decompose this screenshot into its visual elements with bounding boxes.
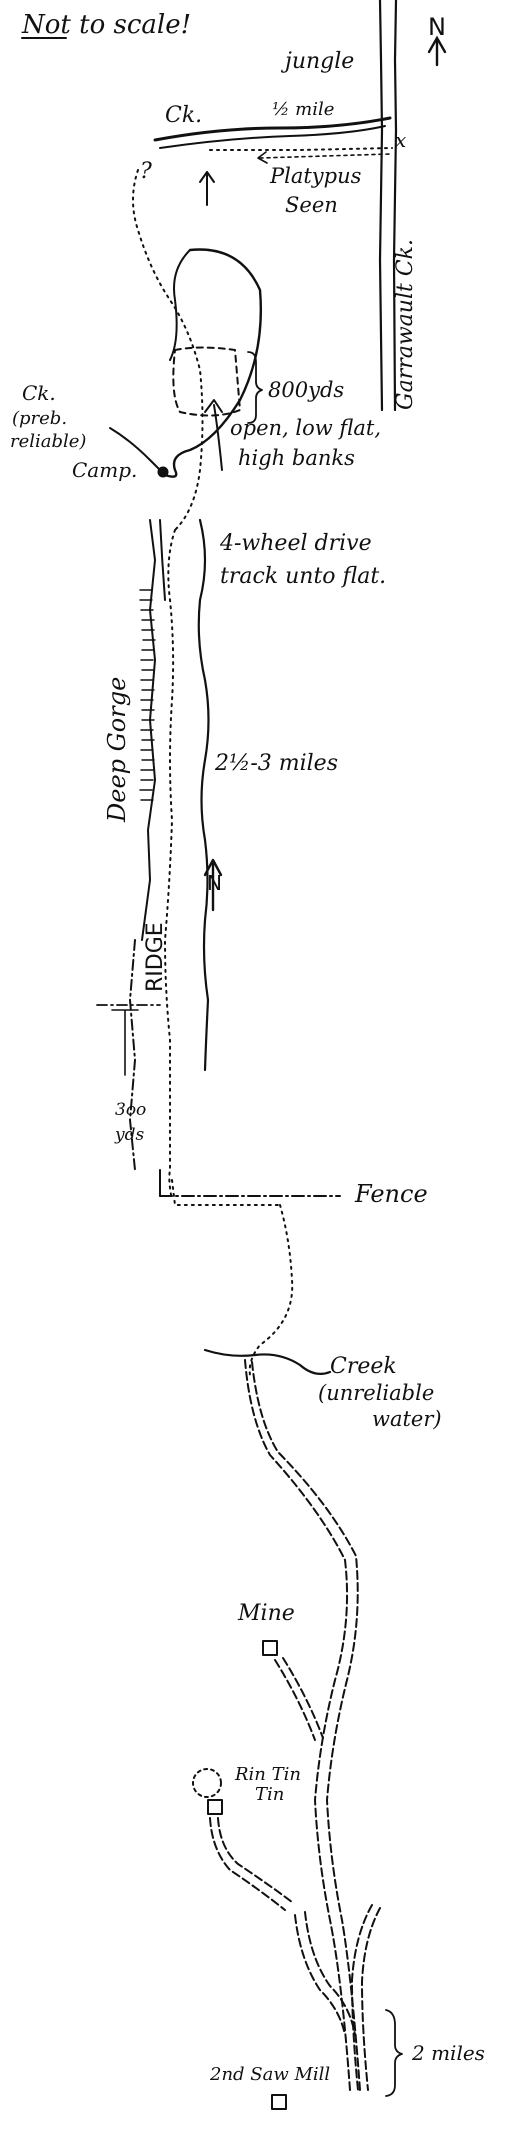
flat-area-outline [172,346,241,417]
miles-3-label: 2½-3 miles [214,751,338,776]
ridge-line [129,939,136,1171]
fence-dotted-parallel [171,1179,281,1206]
four-wheel-track-line [197,518,210,1072]
rintin-label-2: Tin [255,1784,284,1805]
garrawault-creek-left [378,0,384,412]
garrawault-creek-right [392,0,398,412]
deep-gorge-label: Deep Gorge [103,677,131,823]
gorge-hatching [139,589,156,801]
creek-unreliable [203,1348,332,1375]
creek-2-label-3: water) [372,1407,442,1431]
rintin-road-b [217,1817,293,1903]
track-label-2: track unto flat. [220,564,386,589]
rintin-road-a [209,1817,286,1911]
wallamen-road-a [351,1904,373,2091]
road-double-dashed-a [244,1359,351,2091]
upper-dotted-track [132,169,204,531]
camp-creek-west [169,249,191,361]
main-road-a [294,1914,346,2036]
camp-creek-loop [163,248,263,478]
top-creek-label: Ck. [165,103,202,128]
garrawault-label: Garrawault Ck. [393,239,418,410]
north-arrow-top [427,35,447,67]
x-mark: x [395,128,406,152]
top-creek-upper [153,116,392,142]
north-top-label: N [428,13,446,41]
track-label-1: 4-wheel drive [219,531,372,556]
fence-to-creek-track [248,1204,294,1376]
north-mid-label: N [207,871,222,895]
rintin-label-1: Rin Tin [234,1764,301,1785]
seen-label: Seen [285,193,338,217]
sawmill-label: 2nd Saw Mill [209,2064,330,2085]
creek-2-label-1: Creek [330,1354,397,1379]
left-creek-label-3: reliable) [10,431,86,452]
mine-road-a [274,1659,316,1741]
camp-marker [157,466,169,478]
jungle-label: jungle [280,49,354,74]
left-track-line [159,519,166,601]
sawmill-marker [271,2094,287,2110]
creek-2-label-2: (unreliable [318,1381,434,1405]
flat-label-2: high banks [238,446,355,470]
mine-marker [262,1640,278,1656]
yds-300-label-2: yds [114,1125,144,1145]
rintin-circle [192,1768,222,1798]
up-arrow-top [199,171,215,206]
half-mile-arrowhead [257,151,268,164]
brace-800yds [247,351,263,424]
main-road-b [304,1911,356,2036]
two-miles-label: 2 miles [411,2041,485,2065]
yards-800-label: 800yds [268,378,344,402]
top-dotted-track [209,147,393,151]
half-mile-label: ½ mile [272,99,334,120]
wallamen-road-b [361,1907,381,2091]
camp-label: Camp. [72,458,137,482]
road-double-dashed-b [251,1361,361,2091]
yds-300-marker [111,1009,139,1076]
ridge-label: RIDGE [143,922,168,992]
top-creek-lower [159,125,386,149]
ridge-dotted-track [164,529,176,1201]
mine-road-b [282,1657,324,1739]
mine-label: Mine [237,1601,295,1626]
rintin-marker [207,1799,223,1815]
half-mile-arrow [259,153,391,159]
up-arrow-flat [204,399,223,471]
north-arrow-mid-head [203,858,223,877]
question-mark: ? [140,159,152,184]
platypus-label: Platypus [269,164,362,188]
flat-label-1: open, low flat, [230,416,381,440]
brace-2miles [385,2009,403,2097]
yds-300-label-1: 3oo [115,1100,146,1120]
left-creek-label-1: Ck. [22,381,56,405]
left-creek-label-2: (preb. [12,408,67,429]
title-note: Not to scale! [21,10,191,40]
fence-label: Fence [354,1180,428,1208]
